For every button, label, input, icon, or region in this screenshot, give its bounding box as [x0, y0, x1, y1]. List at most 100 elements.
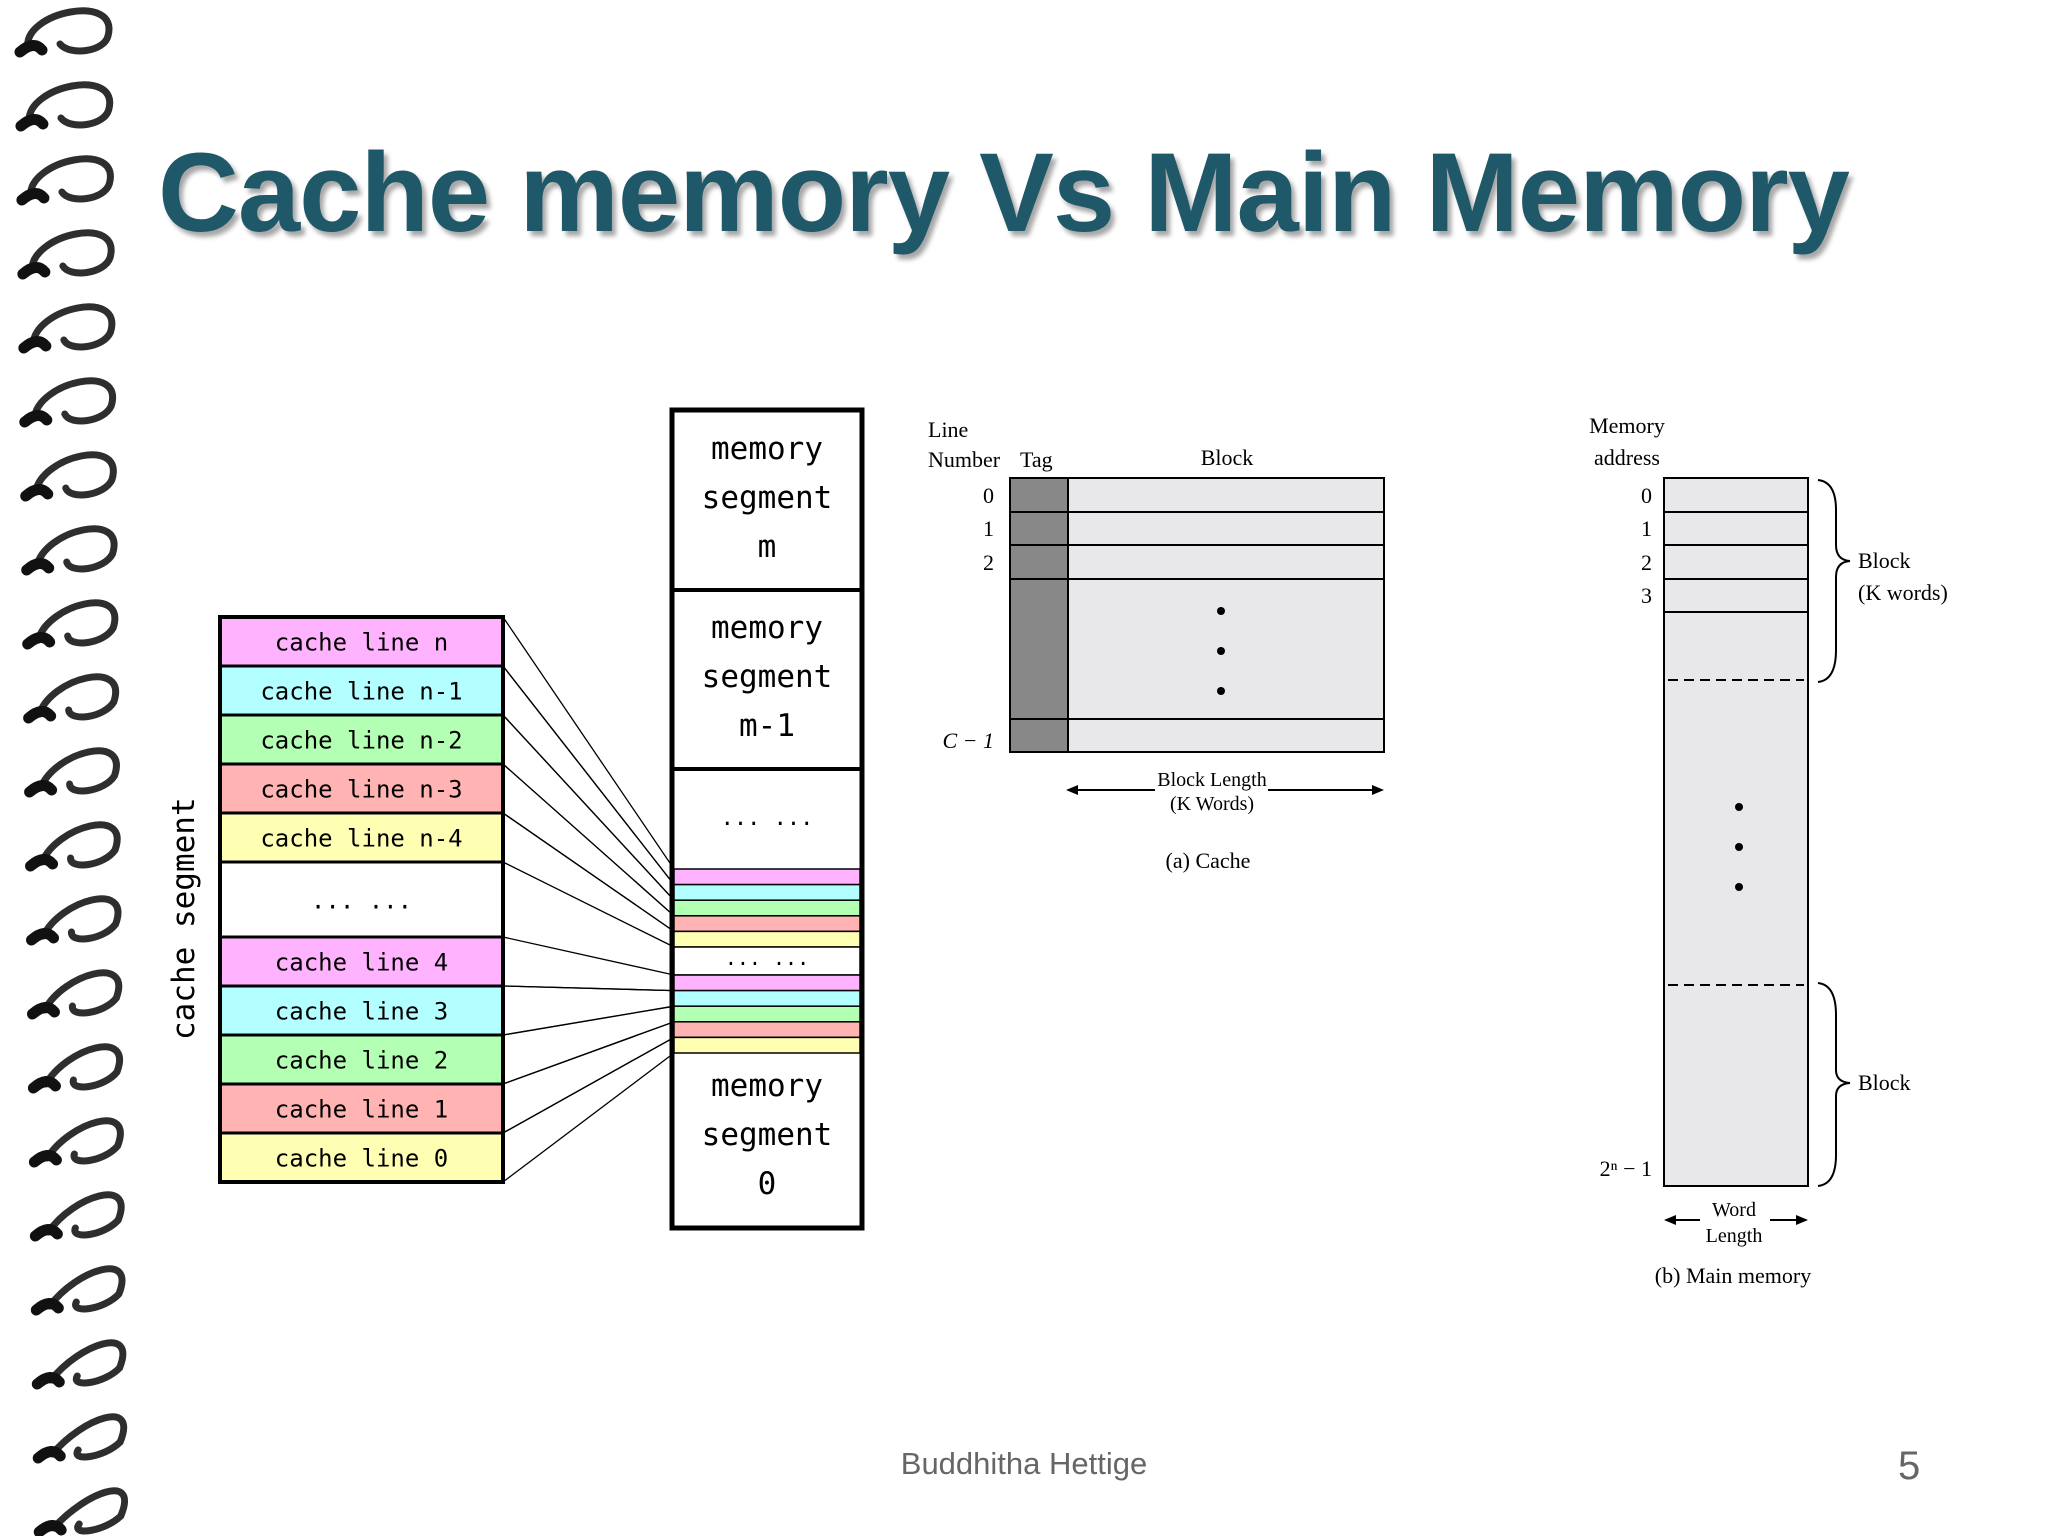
cache-line-box [218, 811, 505, 864]
block-brace-top [1817, 479, 1851, 683]
cache-line-row: ... ... [218, 860, 505, 939]
memory-stripe [673, 1005, 861, 1023]
memory-segment-m-line3: m [758, 529, 777, 565]
spiral-ring [18, 303, 116, 354]
spiral-ring [33, 1487, 129, 1536]
cache-line-label: cache line 3 [275, 998, 448, 1026]
memory-stripe [673, 899, 861, 917]
cache-line-row: cache line 4 [218, 935, 505, 988]
memory-address-header-1: Memory [1589, 413, 1665, 438]
memory-ellipsis-mid: ... ... [725, 946, 809, 970]
spiral-ring [22, 599, 119, 650]
spiral-ring [16, 155, 114, 206]
cache-segment-label: cache segment [166, 797, 202, 1040]
cache-line-label: cache line n-2 [260, 727, 462, 755]
cache-line-row: cache line n-2 [218, 713, 505, 766]
cache-line-label: ... ... [311, 887, 412, 915]
slide-title: Cache memory Vs Main Memory [158, 130, 1850, 255]
memory-segment-m-line1: memory [711, 431, 823, 467]
word-length-label-1: Word [1712, 1199, 1756, 1221]
spiral-ring [24, 747, 120, 798]
spiral-ring [31, 1339, 127, 1390]
mem-row-label-1: 1 [1641, 516, 1652, 541]
spiral-ring [30, 1265, 126, 1316]
spiral-ring [20, 451, 117, 502]
cache-line-row: cache line n-1 [218, 664, 505, 717]
mapped-cache-stripes: ... ... [673, 868, 861, 1054]
memory-stripe [673, 974, 861, 992]
cache-line-label: cache line 4 [275, 949, 448, 977]
cache-lines-list: cache line n cache line n-1 cache line n-2… [218, 615, 505, 1184]
page-number: 5 [1898, 1444, 1921, 1488]
spiral-ring [21, 525, 118, 576]
cache-caption: (a) Cache [1166, 848, 1251, 873]
spiral-ring [25, 821, 121, 872]
cache-line-row: cache line n-4 [218, 811, 505, 864]
mem-row-label-2: 2 [1641, 550, 1652, 575]
spiral-binding-decoration [14, 7, 129, 1536]
cache-line-box [218, 713, 505, 766]
spiral-ring [15, 81, 114, 132]
memory-segment-m1-line3: m-1 [739, 708, 795, 744]
cache-dots-ellipsis [1217, 607, 1225, 615]
spiral-ring [26, 969, 123, 1020]
cache-line-box [218, 1033, 505, 1086]
footer-author: Buddhitha Hettige [900, 1446, 1148, 1481]
cache-segment-diagram: cache segment cache line n cache line n-1… [166, 407, 865, 1231]
cache-row-label-2: 2 [983, 550, 994, 575]
cache-line-box [218, 615, 505, 668]
spiral-ring [26, 895, 122, 946]
spiral-ring [23, 673, 120, 724]
block-length-arrow [1066, 785, 1384, 795]
spiral-ring [17, 229, 115, 280]
cache-row-label-1: 1 [983, 516, 994, 541]
cache-line-row: cache line n-3 [218, 762, 505, 815]
memory-segments-column: memory segment m memory segment m-1 ... … [669, 407, 865, 1231]
memory-stripe [673, 1036, 861, 1054]
spiral-ring [27, 1043, 123, 1094]
cache-line-label: cache line n-4 [260, 825, 462, 853]
spiral-ring [28, 1117, 124, 1168]
line-number-header-2: Number [928, 447, 1001, 472]
main-memory-caption: (b) Main memory [1655, 1263, 1811, 1288]
mem-row-label-2n-1: 2ⁿ − 1 [1600, 1156, 1652, 1181]
cache-tag-column [1009, 477, 1069, 753]
spiral-ring [32, 1413, 128, 1464]
word-length-label-2: Length [1706, 1225, 1763, 1247]
memory-segment-m1-line1: memory [711, 610, 823, 646]
mapping-lines [502, 616, 675, 1183]
memory-address-header-2: address [1594, 445, 1660, 470]
cache-line-box [218, 984, 505, 1037]
memory-stripe [673, 868, 861, 886]
cache-row-label-c-1: C − 1 [942, 728, 994, 753]
memory-ellipsis-top: ... ... [721, 806, 814, 831]
spiral-ring [19, 377, 117, 428]
cache-lines-border [218, 615, 505, 1184]
block-label-top-1: Block [1858, 548, 1911, 573]
tag-header: Tag [1020, 447, 1053, 472]
memory-segment-0-line1: memory [711, 1068, 823, 1104]
memory-segment-m1-line2: segment [702, 659, 833, 695]
line-number-header-1: Line [928, 417, 968, 442]
cache-line-row: cache line 1 [218, 1082, 505, 1135]
spiral-ring [14, 7, 113, 58]
cache-line-label: cache line n-3 [260, 776, 462, 804]
main-memory-column [1663, 477, 1809, 1187]
cache-line-row: cache line n [218, 615, 505, 668]
block-label-bottom: Block [1858, 1070, 1911, 1095]
memory-stripe [673, 989, 861, 1007]
memory-stripe [673, 915, 861, 933]
cache-line-label: cache line 1 [275, 1096, 448, 1124]
memory-stripe-gap [673, 946, 861, 976]
cache-line-row: cache line 0 [218, 1131, 505, 1184]
memory-segment-m-line2: segment [702, 480, 833, 516]
memory-segment-0-line2: segment [702, 1117, 833, 1153]
block-length-label-2: (K Words) [1170, 793, 1254, 815]
memory-stripe [673, 930, 861, 948]
cache-line-label: cache line n-1 [260, 678, 462, 706]
cache-line-label: cache line n [275, 629, 448, 657]
memory-segment-m-1: memory segment m-1 [702, 610, 833, 744]
memory-segment-m: memory segment m [702, 431, 833, 565]
